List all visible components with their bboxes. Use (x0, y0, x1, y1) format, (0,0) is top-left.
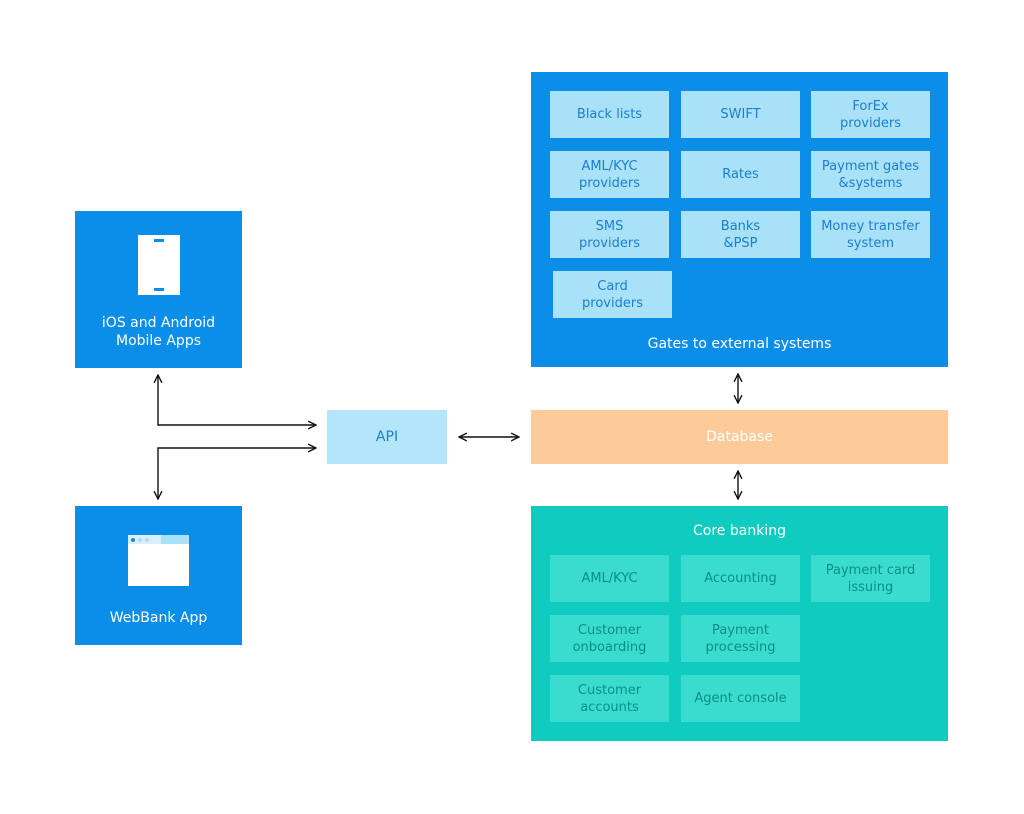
core-customer-accounts: Customer accounts (550, 675, 669, 722)
gate-black-lists: Black lists (550, 91, 669, 138)
gate-aml-kyc-providers: AML/KYC providers (550, 151, 669, 198)
gate-swift: SWIFT (681, 91, 800, 138)
gates-panel: Black lists SWIFT ForEx providers AML/KY… (531, 72, 948, 367)
webbank-app-box: WebBank App (75, 506, 242, 645)
core-payment-processing: Payment processing (681, 615, 800, 662)
core-banking-title: Core banking (693, 523, 786, 539)
arrow-mobile-api (158, 375, 316, 425)
browser-window-icon (128, 535, 189, 586)
gate-money-transfer: Money transfer system (811, 211, 930, 258)
core-banking-panel: Core banking AML/KYC Accounting Payment … (531, 506, 948, 741)
core-agent-console: Agent console (681, 675, 800, 722)
gate-sms-providers: SMS providers (550, 211, 669, 258)
gate-banks-psp: Banks &PSP (681, 211, 800, 258)
database-bar: Database (531, 410, 948, 464)
core-aml-kyc: AML/KYC (550, 555, 669, 602)
gates-title: Gates to external systems (647, 336, 832, 352)
api-box: API (327, 410, 447, 464)
gate-card-providers: Card providers (553, 271, 672, 318)
phone-icon (138, 235, 180, 295)
core-accounting: Accounting (681, 555, 800, 602)
gate-rates: Rates (681, 151, 800, 198)
arrow-web-api (158, 448, 316, 499)
gate-payment-gates: Payment gates &systems (811, 151, 930, 198)
mobile-apps-label: iOS and Android Mobile Apps (101, 315, 216, 349)
core-payment-card-issuing: Payment card issuing (811, 555, 930, 602)
core-customer-onboarding: Customer onboarding (550, 615, 669, 662)
webbank-app-label: WebBank App (109, 610, 208, 626)
mobile-apps-box: iOS and Android Mobile Apps (75, 211, 242, 368)
gate-forex-providers: ForEx providers (811, 91, 930, 138)
